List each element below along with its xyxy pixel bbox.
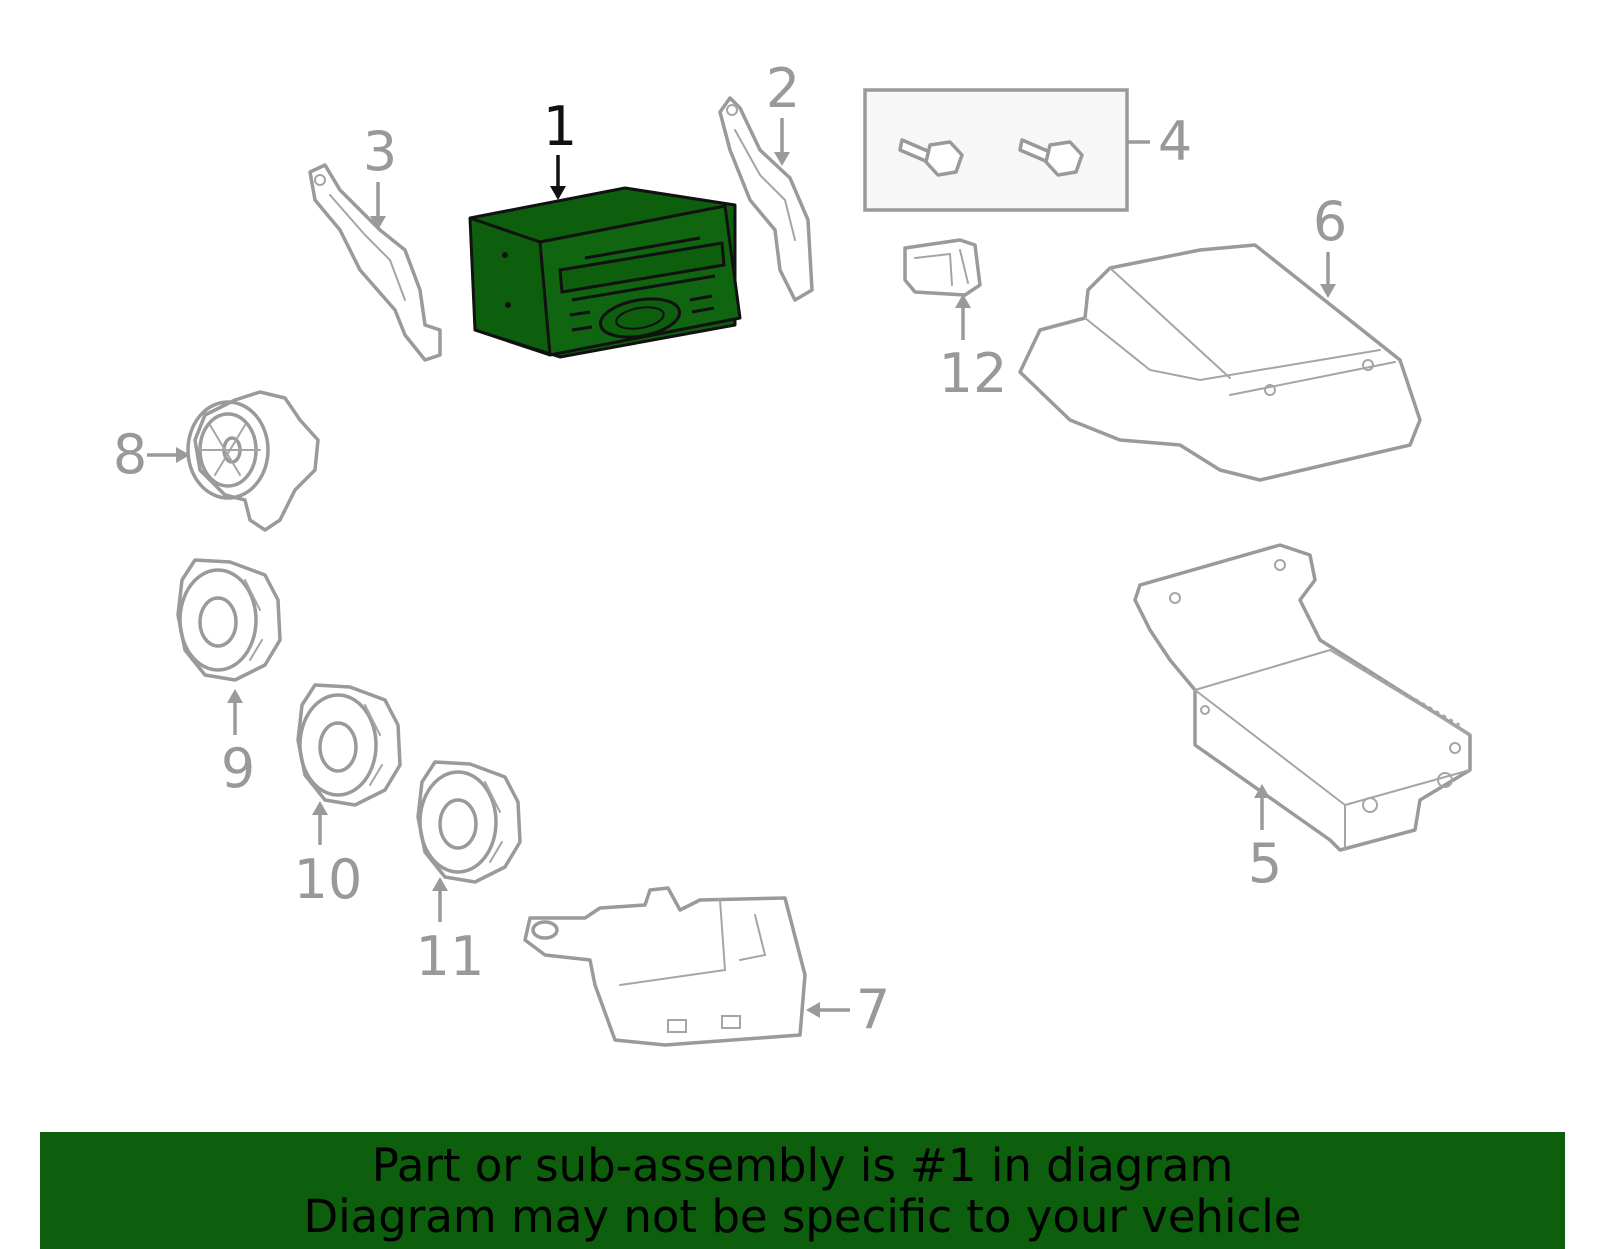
banner-line-disclaimer: Diagram may not be specific to your vehi… xyxy=(303,1189,1302,1243)
svg-text:3: 3 xyxy=(363,120,397,183)
part-11-tweeter[interactable] xyxy=(416,760,522,884)
part-2-radio-bracket-right[interactable] xyxy=(718,96,814,302)
callout-5: 5 xyxy=(1248,784,1282,895)
svg-text:2: 2 xyxy=(766,57,800,120)
part-1-radio-head-unit[interactable] xyxy=(468,186,742,359)
callout-7: 7 xyxy=(806,978,890,1041)
bolt-a xyxy=(898,138,964,177)
svg-text:10: 10 xyxy=(294,848,363,911)
callout-9: 9 xyxy=(221,689,255,800)
callout-2: 2 xyxy=(766,57,800,166)
svg-text:7: 7 xyxy=(856,978,890,1041)
bolt-b xyxy=(1018,138,1084,177)
callout-6: 6 xyxy=(1313,190,1347,298)
part-8-speaker[interactable] xyxy=(186,390,320,532)
svg-text:1: 1 xyxy=(543,95,577,158)
callout-8: 8 xyxy=(113,423,190,486)
svg-text:4: 4 xyxy=(1158,110,1192,173)
svg-text:9: 9 xyxy=(221,737,255,800)
part-7-control-module[interactable] xyxy=(523,886,807,1047)
callout-3: 3 xyxy=(363,120,397,230)
svg-text:11: 11 xyxy=(416,925,485,988)
svg-text:8: 8 xyxy=(113,423,147,486)
callout-4: 4 xyxy=(1127,110,1192,173)
parts-diagram: 1 2 3 4 xyxy=(113,57,1472,1130)
callout-10: 10 xyxy=(294,801,363,911)
part-5-amplifier[interactable] xyxy=(1133,543,1472,1130)
banner-line-highlighted-part: Part or sub-assembly is #1 in diagram xyxy=(371,1138,1234,1192)
part-6-cover-panel[interactable] xyxy=(1018,243,1422,482)
svg-text:5: 5 xyxy=(1248,832,1282,895)
info-banner: Part or sub-assembly is #1 in diagram Di… xyxy=(40,1132,1565,1249)
part-10-tweeter[interactable] xyxy=(296,683,402,807)
callout-1: 1 xyxy=(543,95,577,200)
callout-12: 12 xyxy=(939,294,1008,405)
svg-text:12: 12 xyxy=(939,342,1008,405)
part-9-tweeter[interactable] xyxy=(176,558,282,682)
part-4-bolts[interactable] xyxy=(863,88,1129,212)
callout-11: 11 xyxy=(416,877,485,988)
part-12-connector[interactable] xyxy=(903,238,982,297)
svg-text:6: 6 xyxy=(1313,190,1347,253)
part-3-radio-bracket-left[interactable] xyxy=(308,163,442,362)
